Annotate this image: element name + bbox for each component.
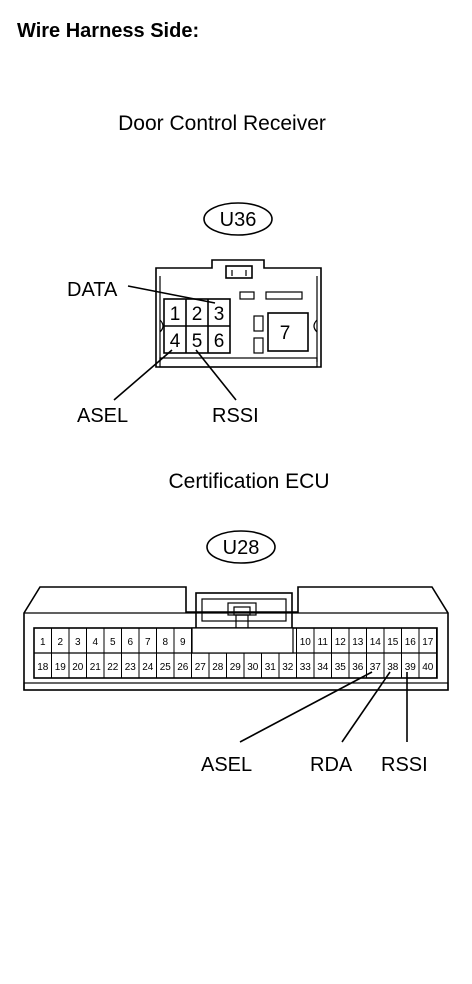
receiver-connector xyxy=(155,259,322,368)
ecu-pin-label: 23 xyxy=(125,662,137,673)
ecu-pin-label: 26 xyxy=(177,662,189,673)
ecu-pin-label: 12 xyxy=(335,637,347,648)
ecu-code-ellipse xyxy=(206,530,276,564)
ecu-pin-label: 38 xyxy=(387,662,399,673)
ecu-pin-label: 2 xyxy=(57,637,63,648)
receiver-pin: 3 xyxy=(214,304,225,325)
ecu-pin-label: 22 xyxy=(107,662,119,673)
ecu-pin-label: 16 xyxy=(405,637,417,648)
receiver-code: U36 xyxy=(220,209,257,231)
receiver-pin: 7 xyxy=(280,323,291,344)
ecu-pin-label: 7 xyxy=(145,637,151,648)
ecu-pin-label: 29 xyxy=(230,662,242,673)
receiver-pin: 4 xyxy=(170,331,181,352)
receiver-signal-data: DATA xyxy=(67,279,118,301)
ecu-pin-label: 5 xyxy=(110,637,116,648)
ecu-pin-cell xyxy=(418,652,437,679)
page-title: Wire Harness Side: xyxy=(17,20,200,42)
ecu-pin-label: 31 xyxy=(265,662,277,673)
receiver-pin: 5 xyxy=(192,331,203,352)
receiver-pin: 6 xyxy=(214,331,225,352)
receiver-title: Door Control Receiver xyxy=(118,112,326,135)
rssi-leader-line xyxy=(195,349,237,401)
ecu-pin-label: 10 xyxy=(300,637,312,648)
ecu-pin-label: 24 xyxy=(142,662,154,673)
ecu-pin-label: 27 xyxy=(195,662,207,673)
ecu-pin-label: 17 xyxy=(422,637,434,648)
ecu-pin-label: 15 xyxy=(387,637,399,648)
ecu-pin-label: 19 xyxy=(55,662,67,673)
ecu-rda-leader-line xyxy=(341,671,391,743)
ecu-pin-label: 28 xyxy=(212,662,224,673)
receiver-code-ellipse xyxy=(203,202,273,236)
ecu-pin-label: 6 xyxy=(127,637,133,648)
ecu-signal-asel: ASEL xyxy=(201,754,252,776)
ecu-pin-label: 33 xyxy=(300,662,312,673)
ecu-pin-label: 25 xyxy=(160,662,172,673)
ecu-pin-label: 14 xyxy=(370,637,382,648)
data-leader-line xyxy=(127,285,216,304)
ecu-pin-label: 13 xyxy=(352,637,364,648)
receiver-pin-cell xyxy=(267,312,309,352)
ecu-asel-leader-line xyxy=(239,671,373,743)
ecu-signal-rda: RDA xyxy=(310,754,353,776)
ecu-pin-label: 34 xyxy=(317,662,329,673)
ecu-pin-label: 3 xyxy=(75,637,81,648)
ecu-code: U28 xyxy=(223,537,260,559)
receiver-signal-asel: ASEL xyxy=(77,405,128,427)
ecu-signal-rssi: RSSI xyxy=(381,754,428,776)
ecu-pin-label: 11 xyxy=(318,637,329,648)
ecu-pin-label: 36 xyxy=(352,662,364,673)
asel-leader-line xyxy=(113,349,173,401)
ecu-pin-label: 21 xyxy=(90,662,102,673)
ecu-pin-label: 37 xyxy=(370,662,382,673)
ecu-title: Certification ECU xyxy=(168,470,329,493)
ecu-pin-label: 9 xyxy=(180,637,186,648)
ecu-pin-label: 18 xyxy=(37,662,49,673)
receiver-pin: 2 xyxy=(192,304,203,325)
receiver-pin: 1 xyxy=(170,304,181,325)
ecu-pin-label: 8 xyxy=(162,637,168,648)
ecu-pin-label: 4 xyxy=(92,637,98,648)
ecu-pin-label: 35 xyxy=(335,662,347,673)
ecu-pin-label: 40 xyxy=(422,662,434,673)
ecu-pin-label: 39 xyxy=(405,662,417,673)
ecu-pin-label: 32 xyxy=(282,662,294,673)
receiver-signal-rssi: RSSI xyxy=(212,405,259,427)
ecu-pin-label: 20 xyxy=(72,662,84,673)
ecu-pin-label: 30 xyxy=(247,662,259,673)
ecu-pin-label: 1 xyxy=(40,637,46,648)
